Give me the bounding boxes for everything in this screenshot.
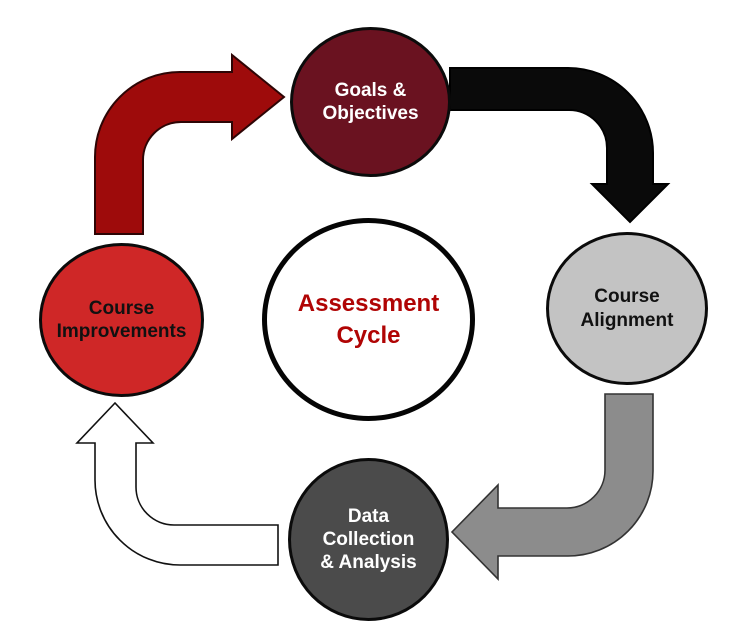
node-course-alignment-label: Course Alignment <box>580 286 674 331</box>
node-course-improvements-label: Course Improvements <box>56 297 187 342</box>
node-data-collection-analysis: Data Collection & Analysis <box>288 458 449 621</box>
arrow-data-to-improvements-icon <box>75 401 279 566</box>
node-course-alignment: Course Alignment <box>546 232 708 385</box>
diagram-title: Assessment Cycle <box>297 290 440 349</box>
center-title-circle: Assessment Cycle <box>262 218 475 421</box>
arrow-alignment-to-data-icon <box>450 393 654 581</box>
node-goals-objectives-label: Goals & Objectives <box>322 79 419 124</box>
node-data-collection-analysis-label: Data Collection & Analysis <box>320 505 417 574</box>
node-course-improvements: Course Improvements <box>39 243 204 397</box>
node-goals-objectives: Goals & Objectives <box>290 27 451 177</box>
arrow-improvements-to-goals-icon <box>94 52 286 235</box>
arrow-goals-to-alignment-icon <box>449 67 671 224</box>
